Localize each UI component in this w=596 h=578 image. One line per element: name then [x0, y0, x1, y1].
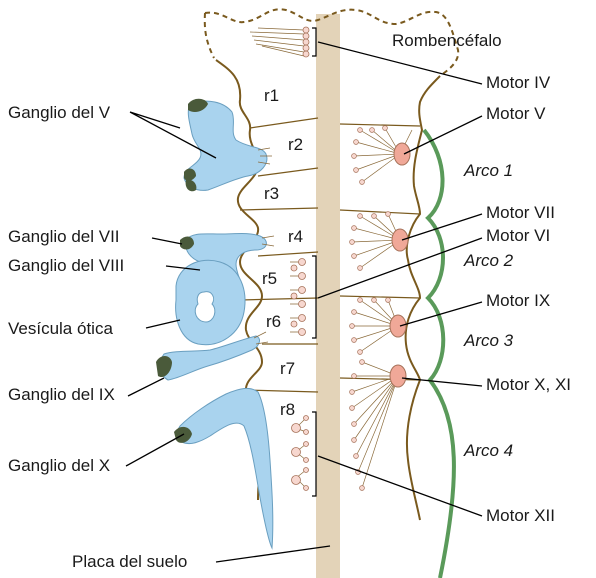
- motor-iv-nucleus: [250, 27, 309, 57]
- label-ganglio-ix: Ganglio del IX: [8, 385, 115, 404]
- motor-v-nucleus: [352, 126, 412, 185]
- rhombomere-r1: r1: [264, 86, 279, 105]
- label-motor-iv: Motor IV: [486, 73, 551, 92]
- rhombomere-r5: r5: [262, 269, 277, 288]
- motor-vii-nucleus: [350, 212, 408, 271]
- arch-label-2: Arco 2: [463, 251, 514, 270]
- rhombomere-r3: r3: [264, 184, 279, 203]
- label-vesicula-otica: Vesícula ótica: [8, 319, 113, 338]
- label-motor-ix: Motor IX: [486, 291, 550, 310]
- motor-xii-nucleus: [292, 416, 309, 491]
- otic-vesicle: [176, 260, 245, 344]
- pharyngeal-arches: [424, 130, 454, 578]
- rhombomere-r8: r8: [280, 400, 295, 419]
- floor-plate: [316, 14, 340, 578]
- label-rombencefalo: Rombencéfalo: [392, 31, 502, 50]
- label-motor-vi: Motor VI: [486, 226, 550, 245]
- label-motor-vii: Motor VII: [486, 203, 555, 222]
- label-motor-xii: Motor XII: [486, 506, 555, 525]
- arch-label-4: Arco 4: [463, 441, 513, 460]
- rhombomere-r2: r2: [288, 135, 303, 154]
- ganglion-x: [174, 388, 273, 548]
- roof-left: [205, 13, 214, 58]
- motor-vi-nucleus: [290, 259, 306, 336]
- rhombomere-r6: r6: [266, 312, 281, 331]
- label-ganglio-v: Ganglio del V: [8, 103, 111, 122]
- arch-label-3: Arco 3: [463, 331, 514, 350]
- rhombomere-r4: r4: [288, 227, 303, 246]
- ganglion-v: [184, 99, 272, 192]
- arch-label-1: Arco 1: [463, 161, 513, 180]
- rhombomere-r7: r7: [280, 359, 295, 378]
- label-ganglio-x: Ganglio del X: [8, 456, 110, 475]
- label-motor-v: Motor V: [486, 104, 546, 123]
- label-motor-x-xi: Motor X, XI: [486, 375, 571, 394]
- motor-ix-nucleus: [350, 298, 406, 355]
- label-ganglio-vii: Ganglio del VII: [8, 227, 120, 246]
- label-ganglio-viii: Ganglio del VIII: [8, 256, 124, 275]
- label-placa-suelo: Placa del suelo: [72, 552, 187, 571]
